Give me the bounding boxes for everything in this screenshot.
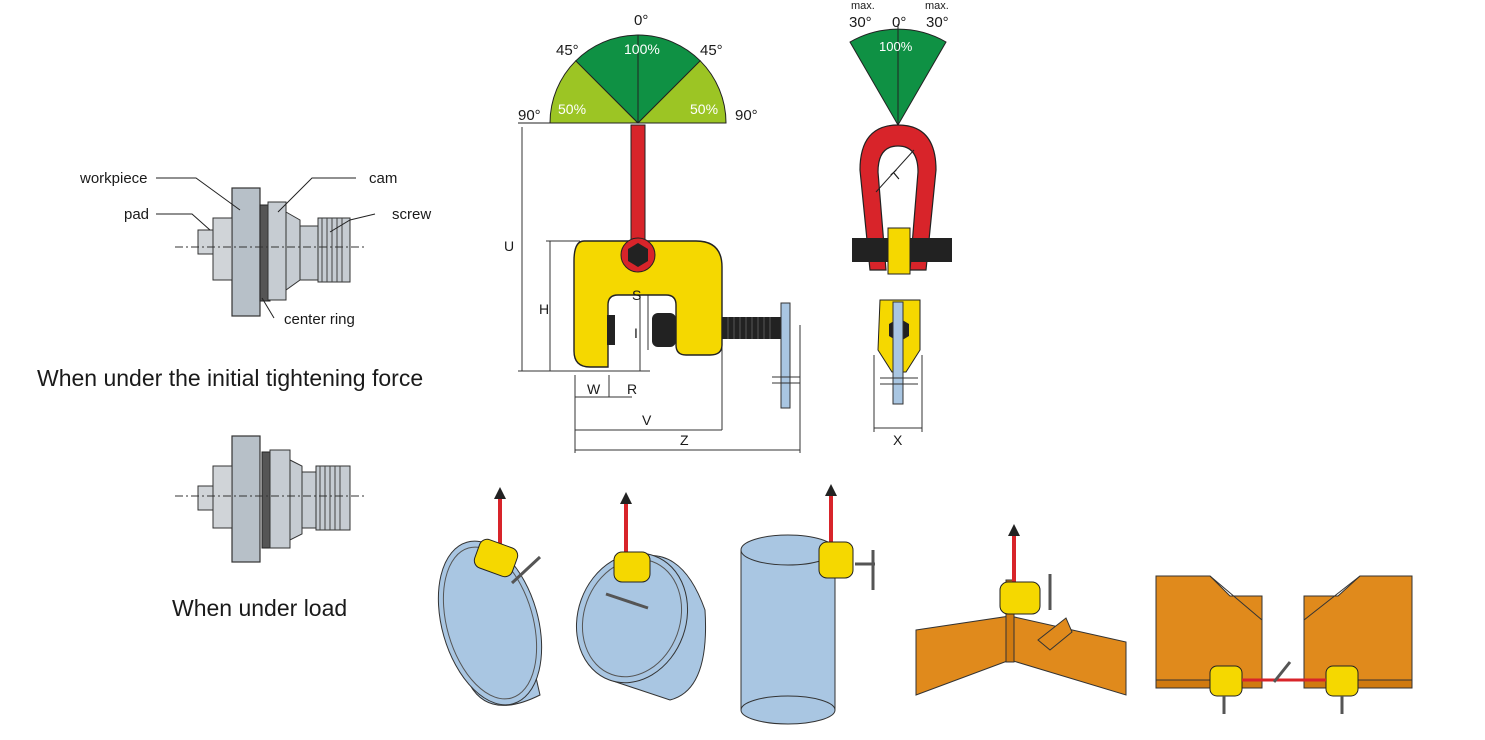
front-angle-45-right: 45° [700,42,723,59]
side-pct-center: 100% [879,39,913,54]
dim-V: V [642,412,652,428]
clamp-front-view [518,34,801,453]
side-angle-30-right: 30° [926,14,949,31]
label-cam: cam [369,170,398,187]
front-pct-center: 100% [624,41,660,57]
dim-I: I [634,325,638,341]
usage-pipe-horizontal-right [575,492,707,701]
caption-under-load: When under load [172,595,348,621]
usage-pipe-vertical [740,484,875,725]
dim-S: S [632,287,642,303]
dim-R: R [627,381,638,397]
label-pad: pad [124,206,150,223]
cam-diagram-load [175,435,365,563]
front-angle-90-left: 90° [518,107,541,124]
front-angle-45-left: 45° [556,42,579,59]
usage-pipe-horizontal-left [437,487,543,706]
dim-H: H [539,301,550,317]
dim-U: U [504,238,515,254]
front-angle-0: 0° [634,12,649,29]
caption-initial-force: When under the initial tightening force [37,365,424,391]
side-max-right: max. [925,0,949,12]
usage-beam-junction [915,524,1127,696]
side-angle-30-left: 30° [849,14,872,31]
cam-diagram-initial [156,177,376,319]
front-pct-right: 50% [690,101,719,117]
side-angle-0: 0° [892,14,907,31]
dim-W: W [587,381,601,397]
front-pct-left: 50% [558,101,587,117]
dim-X: X [893,432,903,448]
label-screw: screw [392,206,432,223]
label-center-ring: center ring [284,311,355,328]
front-angle-90-right: 90° [735,107,758,124]
usage-two-i-beams [1155,575,1413,714]
side-max-left: max. [851,0,875,12]
dim-Z: Z [680,432,689,448]
clamp-side-view [849,24,952,432]
label-workpiece: workpiece [80,170,148,187]
